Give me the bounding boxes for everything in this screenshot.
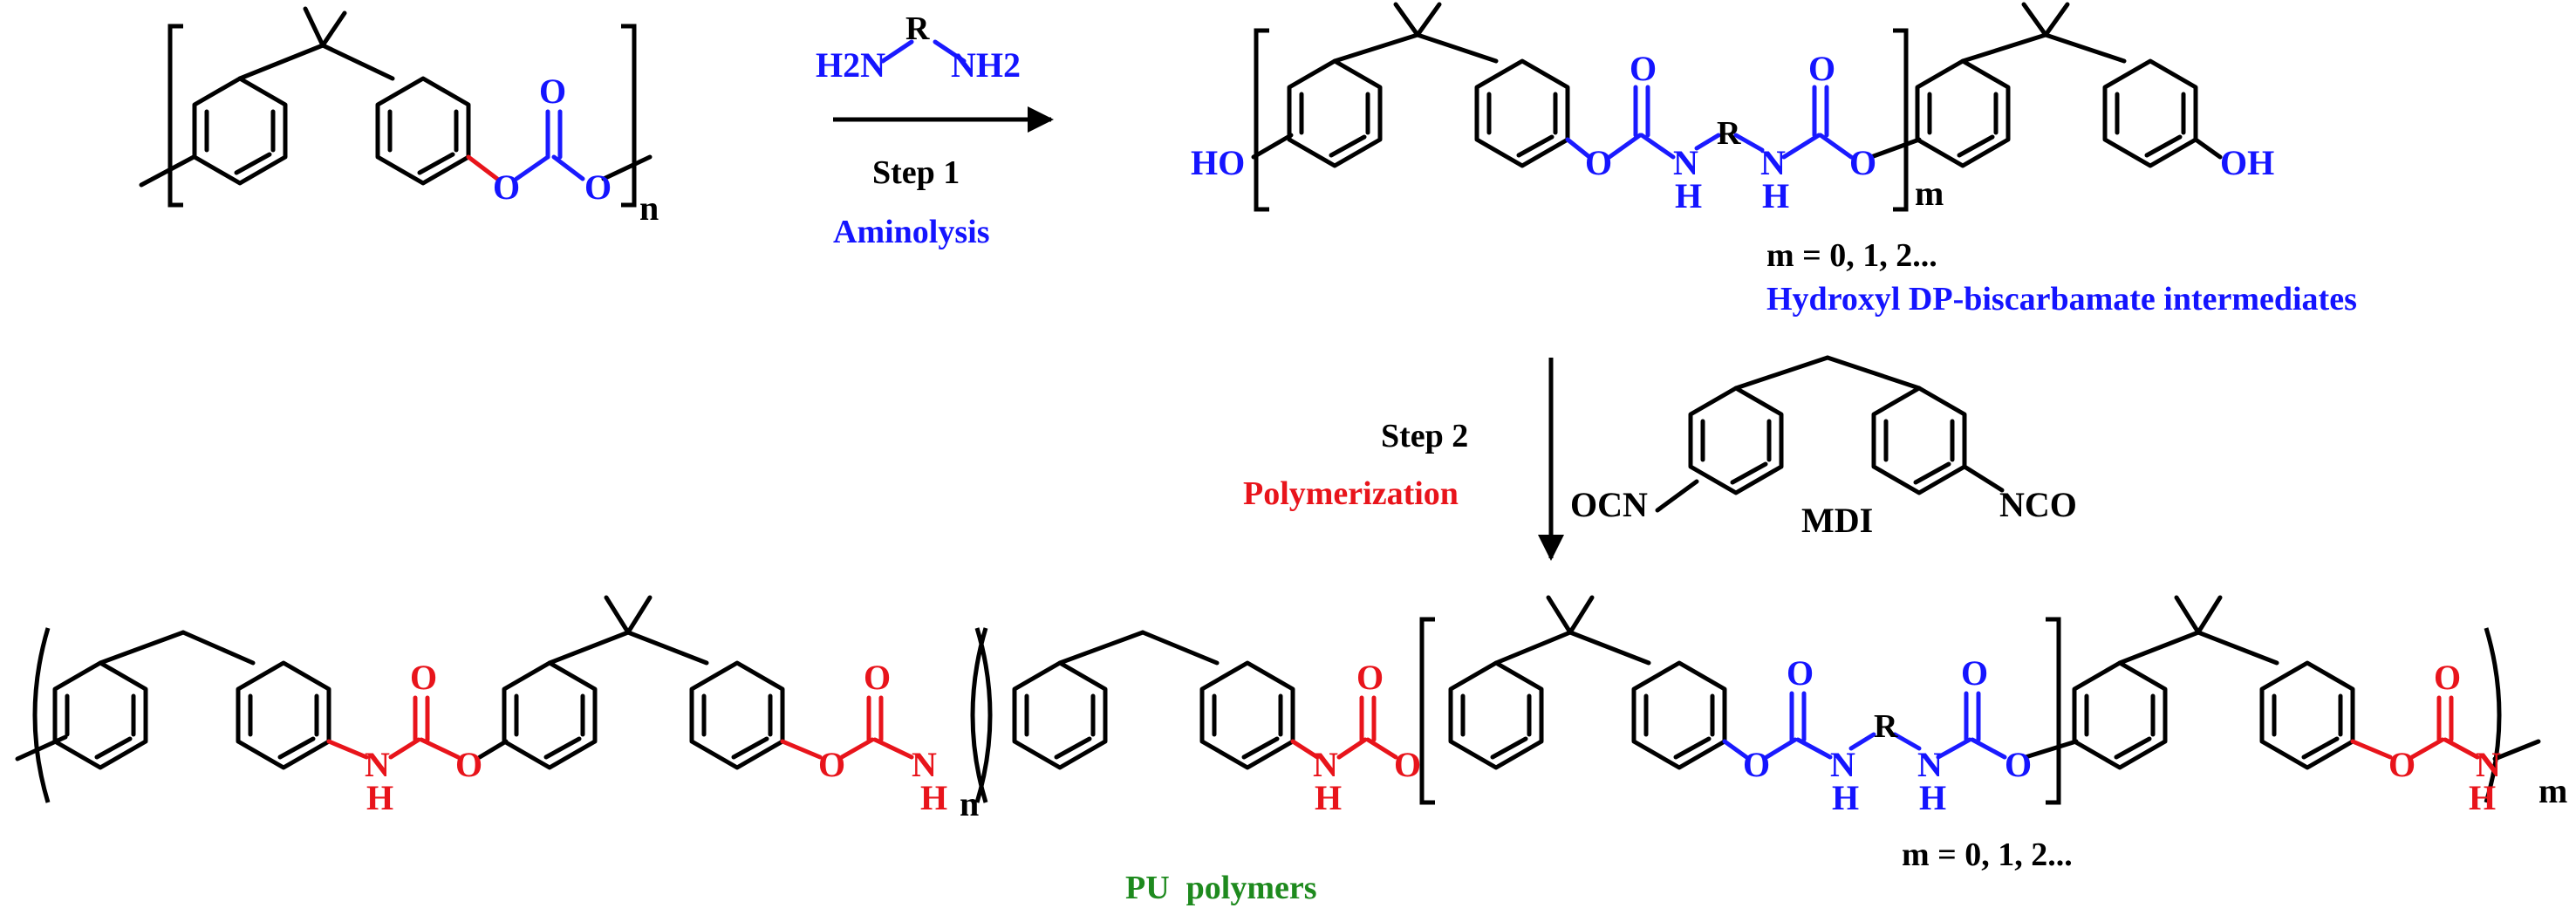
- mdi-nco: NCO: [1999, 485, 2077, 524]
- int-oh-right: OH: [2220, 143, 2274, 182]
- intermediate-structure: [1251, 2, 2223, 212]
- pu-h2: H: [920, 778, 947, 817]
- int-m-values: m = 0, 1, 2...: [1766, 237, 1937, 274]
- mdi-structure: [1655, 355, 2005, 513]
- int-o-carbonyl2: O: [1808, 49, 1835, 88]
- pu-h4: H: [1832, 778, 1859, 817]
- pu-o4: O: [1743, 745, 1770, 784]
- pu-h5: H: [1919, 778, 1946, 817]
- pu-o5b: O: [2005, 745, 2032, 784]
- pu-polymer-structure: [15, 595, 2541, 805]
- int-n2: N: [1760, 143, 1786, 182]
- pu-repeat-n: n: [960, 784, 979, 823]
- int-h2: H: [1762, 176, 1789, 215]
- int-ho-left: HO: [1191, 143, 1245, 182]
- int-n1: N: [1673, 143, 1698, 182]
- pu-o3: O: [1356, 658, 1384, 697]
- step1-name: Aminolysis: [833, 214, 989, 250]
- pu-n1: N: [365, 745, 390, 784]
- pu-name: PU polymers: [1125, 870, 1317, 906]
- int-o-carbonyl1: O: [1630, 49, 1657, 88]
- pu-n3: N: [1313, 745, 1338, 784]
- reagent-nh2: NH2: [951, 45, 1021, 85]
- pu-r: R: [1874, 708, 1898, 745]
- pu-o6b: O: [2434, 658, 2461, 697]
- pc-o-ester2: O: [584, 167, 612, 207]
- int-h1: H: [1675, 176, 1702, 215]
- pu-o3b: O: [1394, 745, 1421, 784]
- step2-label: Step 2: [1381, 418, 1468, 454]
- pu-o4b: O: [1787, 653, 1814, 693]
- pc-o-ester1: O: [493, 167, 520, 207]
- pu-o2: O: [818, 745, 845, 784]
- pu-m-values: m = 0, 1, 2...: [1902, 836, 2073, 873]
- pu-repeat-m: m: [2538, 771, 2567, 810]
- int-name: Hydroxyl DP-biscarbamate intermediates: [1766, 281, 2357, 318]
- pu-o5: O: [1961, 653, 1988, 693]
- int-repeat-m: m: [1915, 174, 1944, 213]
- pu-h3: H: [1315, 778, 1342, 817]
- int-o-ester1: O: [1585, 143, 1612, 182]
- step1-reagent: H2N R NH2: [816, 10, 1021, 85]
- pu-n2: N: [912, 745, 937, 784]
- step1-label: Step 1: [872, 154, 960, 191]
- pu-o2b: O: [864, 658, 891, 697]
- mdi-ocn: OCN: [1570, 485, 1648, 524]
- pu-n5: N: [1917, 745, 1943, 784]
- mdi-name: MDI: [1801, 501, 1873, 540]
- pu-h1: H: [366, 778, 393, 817]
- pu-h6: H: [2469, 778, 2496, 817]
- pc-o-carbonyl: O: [539, 72, 566, 111]
- int-o-ester2: O: [1849, 143, 1876, 182]
- pc-repeat-n: n: [639, 188, 659, 228]
- reagent-r: R: [905, 10, 930, 47]
- pu-o1b: O: [455, 745, 482, 784]
- pu-n4: N: [1830, 745, 1855, 784]
- pu-o1: O: [410, 658, 437, 697]
- step2-name: Polymerization: [1243, 475, 1459, 512]
- polycarbonate-structure: [139, 6, 653, 208]
- pu-n6: N: [2476, 745, 2501, 784]
- pu-o6: O: [2388, 745, 2415, 784]
- int-r: R: [1717, 115, 1741, 152]
- reagent-h2n: H2N: [816, 45, 885, 85]
